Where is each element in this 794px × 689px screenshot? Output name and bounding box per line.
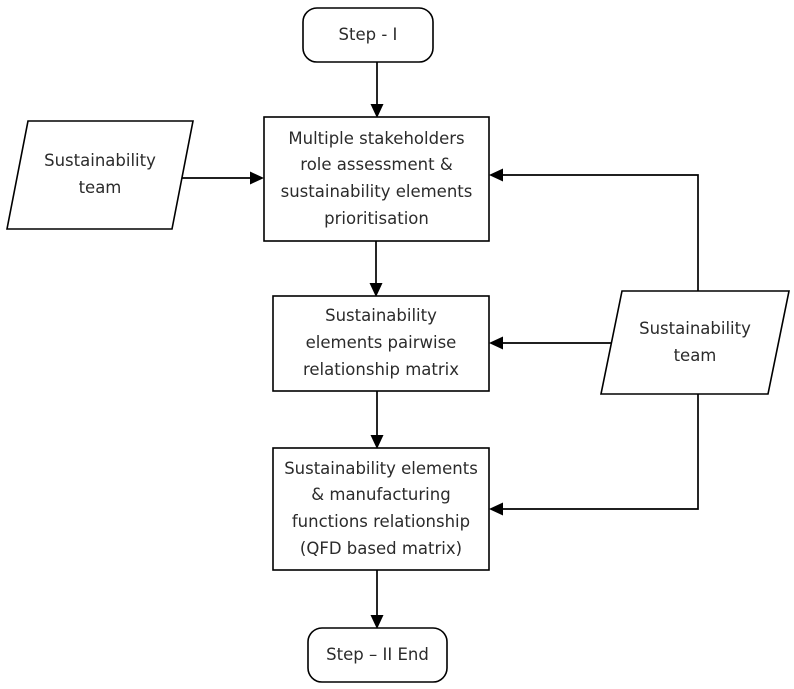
connector-start-to-process-1 — [370, 62, 384, 118]
connector-team-left-to-process-1 — [182, 171, 264, 185]
connector-team-right-to-process-3 — [489, 394, 699, 516]
node-team-left-shape[interactable] — [6, 120, 194, 230]
connector-process-2-to-process-3 — [370, 391, 384, 449]
node-process-3-shape[interactable] — [272, 447, 490, 571]
node-end-shape[interactable] — [307, 627, 448, 683]
node-start-shape[interactable] — [302, 7, 434, 63]
connector-team-right-to-process-2 — [489, 336, 626, 350]
connector-process-1-to-process-2 — [369, 241, 383, 297]
node-process-2-shape[interactable] — [272, 295, 490, 392]
node-team-right-shape[interactable] — [600, 290, 790, 395]
node-process-1-shape[interactable] — [263, 116, 490, 242]
connector-process-3-to-end — [370, 570, 384, 629]
connector-team-right-to-process-1 — [489, 168, 699, 291]
